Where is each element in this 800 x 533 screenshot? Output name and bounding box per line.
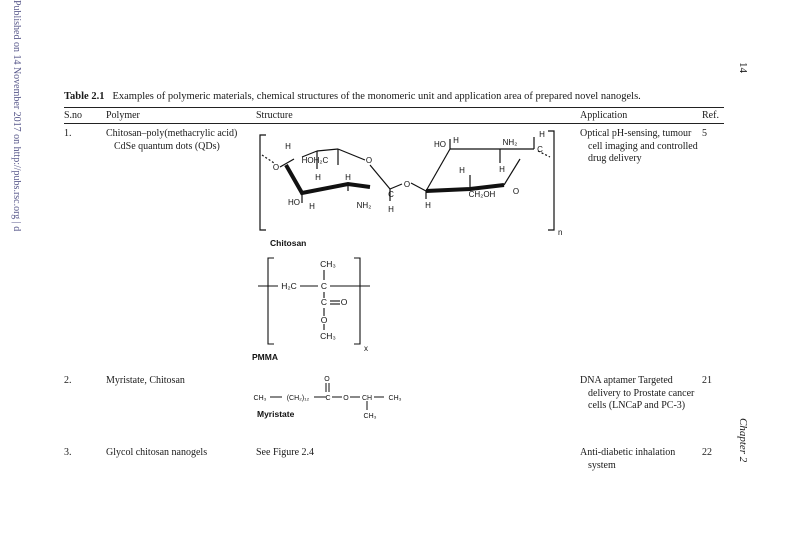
svg-text:NH₂: NH₂: [503, 138, 518, 147]
chitosan-name: Chitosan: [270, 238, 306, 248]
svg-text:C: C: [537, 145, 543, 154]
row3-structure: See Figure 2.4: [256, 447, 315, 458]
chitosan-repeat-n: n: [558, 228, 562, 237]
svg-text:C: C: [321, 297, 327, 307]
svg-text:H: H: [459, 166, 465, 175]
svg-text:H: H: [388, 205, 394, 214]
svg-text:HOH₂C: HOH₂C: [302, 156, 329, 165]
svg-text:HO: HO: [434, 140, 446, 149]
row3-application: Anti-diabetic inhalation system: [580, 447, 676, 471]
header-ref: Ref.: [702, 110, 719, 121]
table-header-rule: [64, 123, 724, 124]
svg-text:C: C: [325, 395, 330, 402]
svg-text:CH₃: CH₃: [320, 331, 336, 341]
svg-text:CH₃: CH₃: [364, 413, 377, 420]
svg-text:H: H: [453, 136, 459, 145]
row1-polymer: Chitosan–poly(methacrylic acid) CdSe qua…: [106, 128, 238, 152]
svg-text:H: H: [315, 173, 321, 182]
pmma-repeat-x: x: [364, 344, 368, 353]
svg-text:O: O: [273, 163, 279, 172]
svg-text:H₂C: H₂C: [281, 281, 297, 291]
pmma-name: PMMA: [252, 352, 278, 362]
header-sno: S.no: [64, 110, 83, 121]
table-label: Table 2.1: [64, 91, 105, 102]
svg-text:O: O: [404, 180, 410, 189]
header-application: Application: [580, 110, 628, 121]
row3-ref: 22: [702, 447, 712, 458]
running-head: Chapter 2: [737, 418, 749, 463]
svg-text:H: H: [499, 165, 505, 174]
pmma-structure: CH₃ H₂C C C O O CH₃ x PMMA: [252, 257, 370, 362]
myristate-name: Myristate: [257, 409, 295, 419]
svg-text:O: O: [366, 156, 372, 165]
row3-polymer: Glycol chitosan nanogels: [106, 447, 208, 458]
svg-text:NH₂: NH₂: [357, 201, 372, 210]
row2-application: DNA aptamer Targeted delivery to Prostat…: [580, 375, 695, 411]
myristate-structure: O CH₃ (CH₂)₁₂ C O CH CH₃ CH₃ Myristate: [254, 376, 402, 420]
svg-text:O: O: [513, 187, 519, 196]
svg-text:O: O: [324, 376, 330, 383]
svg-text:C: C: [321, 281, 327, 291]
svg-text:H: H: [285, 142, 291, 151]
header-polymer: Polymer: [106, 110, 140, 121]
row2-sno: 2.: [64, 375, 72, 386]
svg-text:H: H: [345, 173, 351, 182]
svg-text:O: O: [343, 395, 349, 402]
row2-ref: 21: [702, 375, 712, 386]
svg-text:CH₂OH: CH₂OH: [469, 190, 496, 199]
svg-text:H: H: [425, 201, 431, 210]
svg-text:CH: CH: [362, 395, 372, 402]
svg-text:CH₃: CH₃: [320, 259, 336, 269]
row2-polymer: Myristate, Chitosan: [106, 375, 185, 386]
svg-text:O: O: [341, 297, 348, 307]
page-number: 14: [737, 62, 749, 73]
svg-text:O: O: [321, 315, 328, 325]
chitosan-structure: O H HOH₂C H H O HO H NH₂ C H O HO H NH₂ …: [259, 130, 562, 248]
svg-text:HO: HO: [288, 198, 300, 207]
svg-text:CH₃: CH₃: [254, 395, 267, 402]
row1-application: Optical pH-sensing, tumour cell imaging …: [580, 128, 698, 164]
table-top-rule: [64, 107, 724, 108]
svg-text:CH₃: CH₃: [389, 395, 402, 402]
svg-text:C: C: [388, 190, 394, 199]
svg-text:H: H: [539, 130, 545, 139]
svg-text:(CH₂)₁₂: (CH₂)₁₂: [287, 395, 310, 402]
header-structure: Structure: [256, 110, 293, 121]
row1-sno: 1.: [64, 128, 72, 139]
table-caption-text: Examples of polymeric materials, chemica…: [112, 91, 641, 102]
svg-text:H: H: [309, 202, 315, 211]
publication-side-note: Published on 14 November 2017 on http://…: [11, 0, 22, 232]
table-caption: Table 2.1 Examples of polymeric materials…: [64, 91, 724, 102]
row1-ref: 5: [702, 128, 707, 139]
row3-sno: 3.: [64, 447, 72, 458]
